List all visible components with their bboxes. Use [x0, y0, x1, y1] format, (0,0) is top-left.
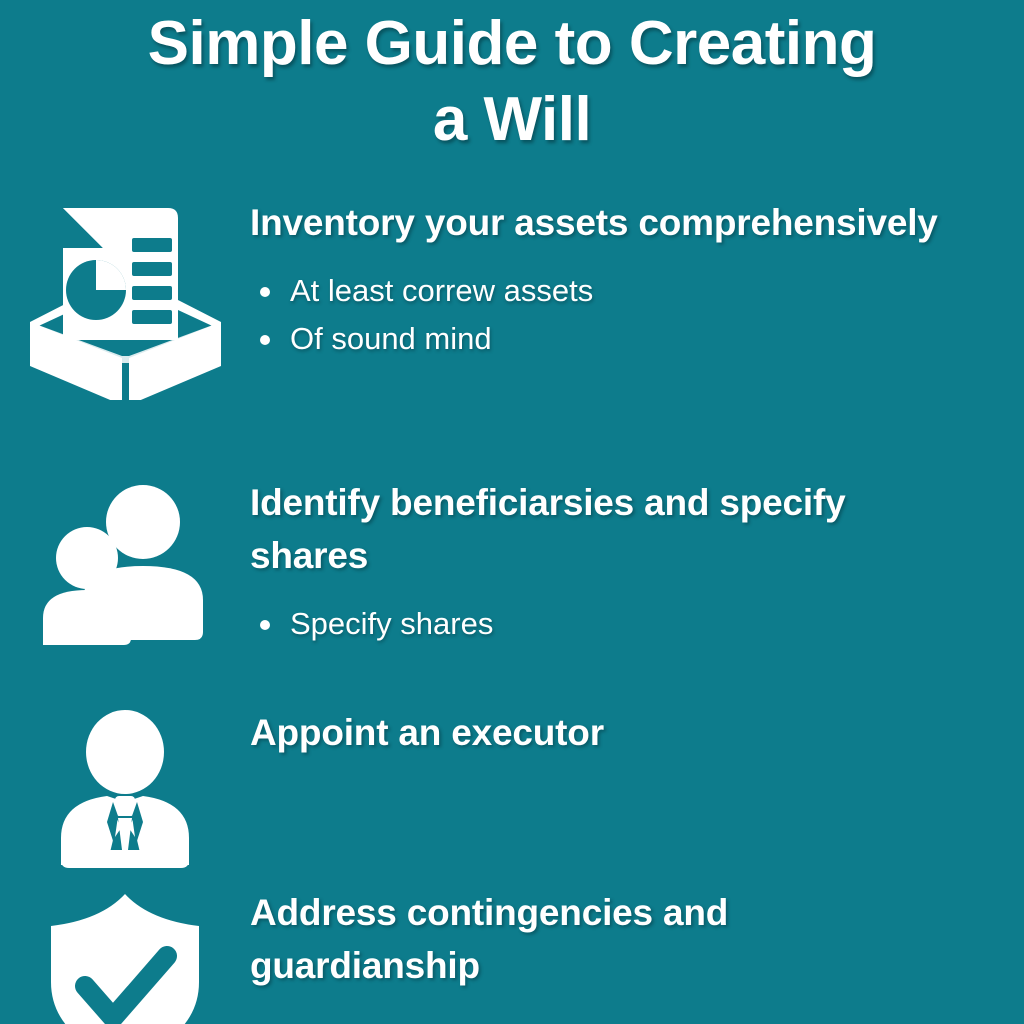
shield-check-icon: [45, 890, 205, 1024]
step-icon-slot: [0, 706, 250, 870]
step-heading: Address contingencies and guardianship: [250, 892, 729, 986]
title-line-2: a Will: [432, 85, 592, 154]
step-heading: Appoint an executor: [250, 712, 604, 753]
step-body: Identify beneficiarsies and specify shar…: [250, 476, 1024, 648]
page-title: Simple Guide to Creating a Will: [0, 6, 1024, 158]
step-heading: Inventory your assets comprehensively: [250, 202, 938, 243]
step-icon-slot: [0, 886, 250, 1024]
step-bullets: Specify shares: [250, 600, 944, 648]
document-chart-box-icon: [18, 200, 233, 400]
two-people-icon: [35, 480, 215, 650]
list-item: At least correw assets: [250, 267, 944, 315]
step-bullets: At least correw assets Of sound mind: [250, 267, 944, 363]
list-item: Specify shares: [250, 600, 944, 648]
step-item-address-contingencies: Address contingencies and guardianship: [0, 886, 1024, 1024]
step-body: Address contingencies and guardianship: [250, 886, 1024, 1010]
step-icon-slot: [0, 196, 250, 400]
step-item-appoint-executor: Appoint an executor: [0, 706, 1024, 870]
person-in-suit-icon: [55, 710, 195, 870]
title-line-1: Simple Guide to Creating: [147, 9, 877, 78]
step-item-inventory-assets: Inventory your assets comprehensively At…: [0, 196, 1024, 400]
step-body: Appoint an executor: [250, 706, 1024, 777]
step-item-identify-beneficiaries: Identify beneficiarsies and specify shar…: [0, 476, 1024, 650]
step-icon-slot: [0, 476, 250, 650]
step-heading: Identify beneficiarsies and specify shar…: [250, 482, 846, 576]
step-body: Inventory your assets comprehensively At…: [250, 196, 1024, 363]
list-item: Of sound mind: [250, 315, 944, 363]
